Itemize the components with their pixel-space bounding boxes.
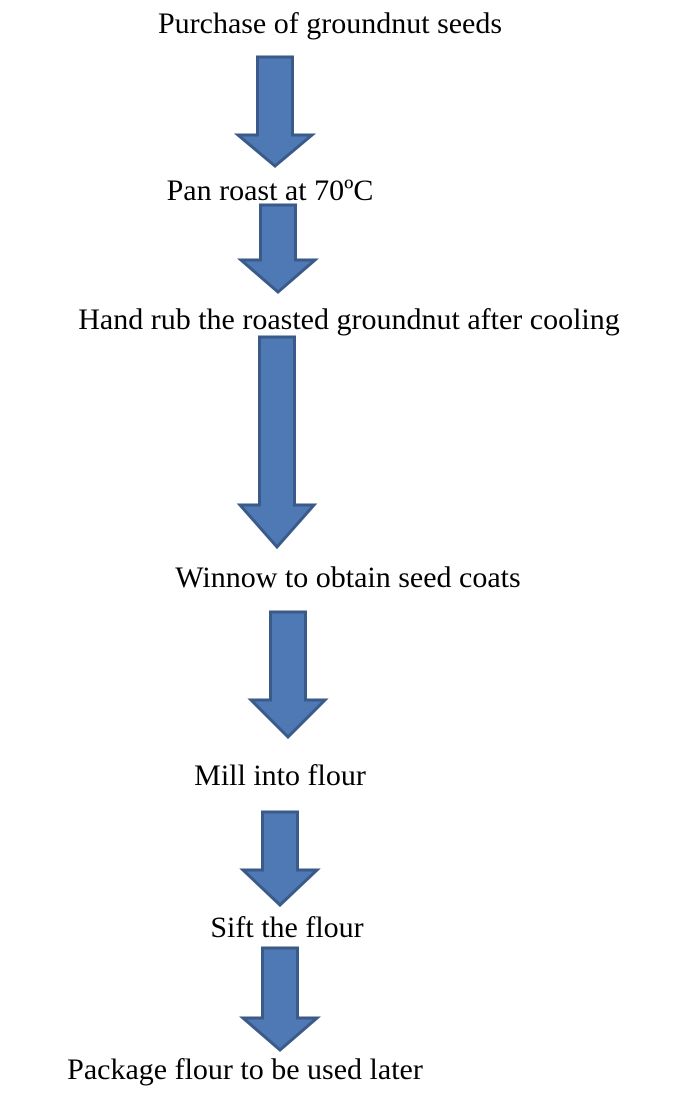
step-winnow: Winnow to obtain seed coats: [175, 561, 521, 594]
step-sift: Sift the flour: [210, 911, 364, 944]
down-arrow-1: [233, 55, 317, 168]
down-arrow-5: [239, 810, 321, 908]
step-mill: Mill into flour: [194, 759, 366, 792]
step-package: Package flour to be used later: [67, 1053, 423, 1086]
down-arrow-2: [236, 203, 320, 294]
down-arrow-3: [236, 335, 318, 550]
down-arrow-4: [247, 610, 329, 740]
step-pan-roast: Pan roast at 70ºC: [166, 174, 374, 207]
step-purchase: Purchase of groundnut seeds: [157, 7, 503, 40]
step-hand-rub: Hand rub the roasted groundnut after coo…: [78, 303, 620, 336]
down-arrow-6: [238, 946, 322, 1052]
